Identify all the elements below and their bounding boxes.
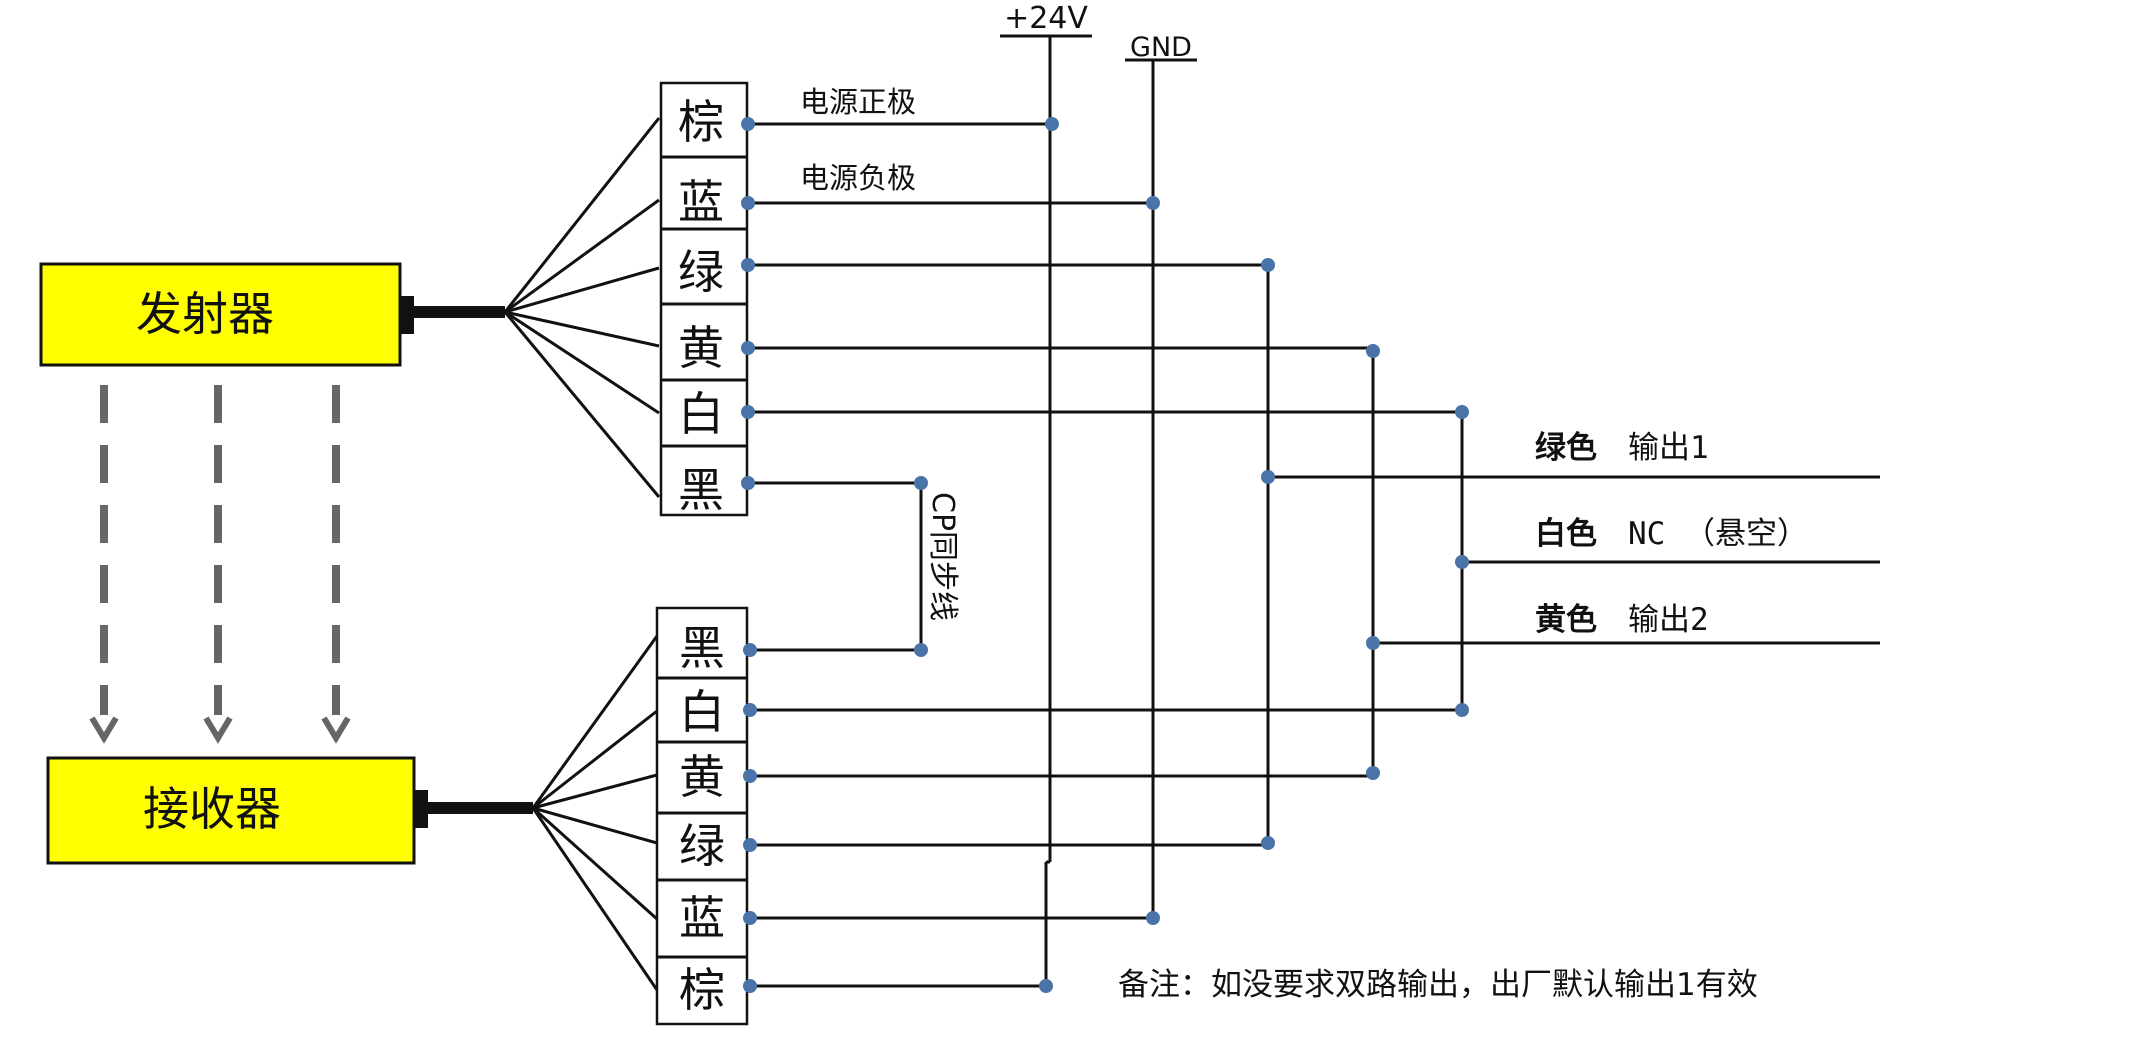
gnd-label: GND (1130, 32, 1192, 63)
output-white: 白色 NC （悬空） (1535, 516, 1808, 552)
output-yellow-color: 黄色 (1535, 602, 1597, 638)
receiver-wire-black: 黑 (679, 621, 725, 675)
output-white-function: NC （悬空） (1628, 516, 1808, 552)
note-text: 备注：如没要求双路输出，出厂默认输出1有效 (1118, 967, 1758, 1003)
receiver-label: 接收器 (143, 782, 281, 836)
receiver-wire-white: 白 (679, 685, 725, 739)
emitter-wire-brown: 棕 (678, 95, 724, 149)
beam-arrows (89, 385, 351, 744)
emitter-wire-blue: 蓝 (678, 175, 724, 229)
receiver-wire-yellow: 黄 (679, 750, 725, 804)
sync-line-label: CP同步线 (925, 492, 960, 621)
output-green-function: 输出1 (1628, 430, 1709, 466)
receiver-terminal-block: 黑 白 黄 绿 蓝 棕 (655, 606, 749, 1026)
output-green: 绿色 输出1 (1535, 430, 1709, 466)
output-yellow: 黄色 输出2 (1535, 602, 1709, 638)
junction-dots (741, 117, 1469, 993)
receiver-wire-brown: 棕 (679, 963, 725, 1017)
receiver-fanout (531, 635, 659, 991)
emitter-terminal-block: 棕 蓝 绿 黄 白 黑 (659, 81, 749, 517)
emitter-box: 发射器 (39, 262, 505, 367)
wires (748, 122, 1880, 988)
plus24v-label: +24V (1004, 1, 1088, 36)
emitter-wire-yellow: 黄 (678, 321, 724, 375)
power-positive-label: 电源正极 (800, 85, 916, 119)
output-white-color: 白色 (1535, 516, 1597, 552)
receiver-box: 接收器 (46, 756, 533, 865)
receiver-wire-green: 绿 (679, 819, 725, 873)
emitter-wire-white: 白 (678, 387, 724, 441)
power-negative-label: 电源负极 (800, 161, 916, 195)
emitter-wire-green: 绿 (678, 245, 724, 299)
receiver-wire-blue: 蓝 (679, 891, 725, 945)
output-yellow-function: 输出2 (1628, 602, 1709, 638)
emitter-wire-black: 黑 (678, 463, 724, 517)
emitter-label: 发射器 (136, 287, 274, 341)
output-green-color: 绿色 (1535, 430, 1597, 466)
emitter-fanout (503, 117, 661, 498)
